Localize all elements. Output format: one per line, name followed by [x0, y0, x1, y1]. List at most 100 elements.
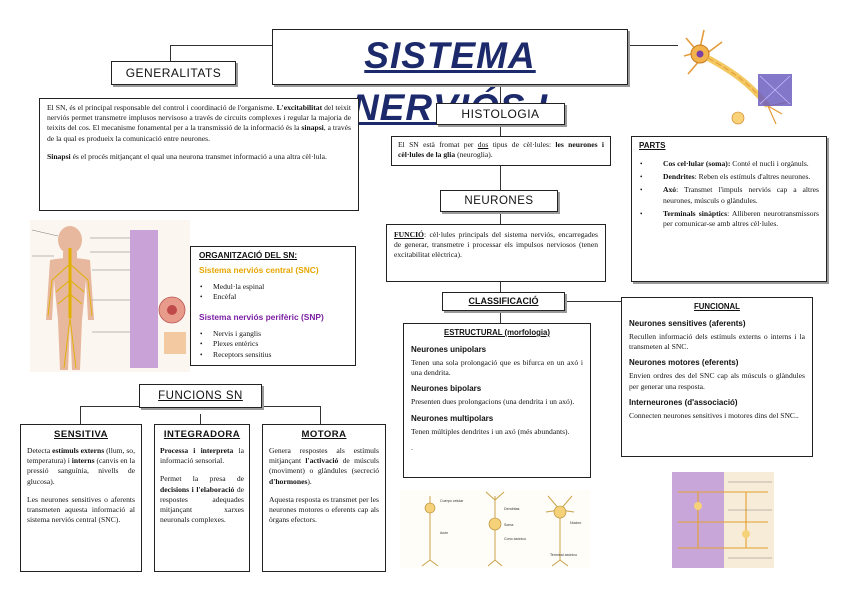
generalitats-box: El SN, és el principal responsable del c…	[39, 98, 359, 211]
sensitiva-t2-bold: interns	[71, 456, 95, 466]
generalitats-intro: El SN, és el principal responsable del c…	[47, 103, 275, 112]
connector-line	[500, 311, 502, 323]
integradora-box: INTEGRADORA Processa i interpreta la inf…	[154, 424, 250, 572]
parts-title: PARTS	[639, 141, 666, 150]
connector-line	[80, 406, 82, 424]
neuron-types-diagram: Cuerpo celular Axón Dendritas Soma Cono …	[400, 490, 590, 568]
diagram-label: Dendritas	[504, 507, 520, 511]
part-desc: : Reben els estímuls d'altres neurones.	[694, 172, 811, 182]
sinapsi-definition: Sinapsi és el procés mitjançant el qual …	[47, 152, 351, 162]
connector-line	[320, 406, 322, 424]
list-item: Axó: Transmet l'impuls nerviós cap a alt…	[639, 185, 819, 205]
list-item: Cos cel·lular (soma): Conté el nucli i o…	[639, 159, 819, 169]
neurones-header: NEURONES	[440, 190, 558, 212]
sensitiva-title: SENSITIVA	[54, 429, 108, 440]
connector-line	[170, 45, 172, 61]
histologia-header: HISTOLOGIA	[436, 103, 565, 125]
integradora-t2: Permet la presa de	[160, 474, 244, 484]
connector-line	[260, 406, 320, 408]
list-item: Terminals sinàptics: Alliberen neurotran…	[639, 209, 819, 229]
connector-line	[500, 282, 502, 292]
trailing-dot: .	[411, 442, 413, 452]
diagram-label: Soma	[504, 523, 513, 527]
sensitiva-t1-bold: estímuls externs	[52, 446, 105, 455]
motora-text: Genera respostes als estímuls mitjançant…	[269, 446, 379, 487]
diagram-label: Núcleo	[570, 521, 581, 525]
neuron-illustration	[678, 22, 800, 130]
excitabilitat-term: L'excitabilitat	[276, 103, 323, 112]
funcions-header: FUNCIONS SN	[139, 384, 262, 408]
connector-line	[565, 301, 621, 303]
sinapsi-text: és el procés mitjançant el qual una neur…	[72, 151, 327, 161]
integradora-t3: de respostes adequades mitjançant xarxes…	[160, 484, 244, 525]
integradora-t2-bold: decisions i l'elaboració	[160, 484, 235, 494]
motora-box: MOTORA Genera respostes als estímuls mit…	[262, 424, 386, 572]
sinapsi-label: Sinapsi	[47, 151, 71, 161]
sensitiva-box: SENSITIVA Detecta estímuls externs (llum…	[20, 424, 142, 572]
reflex-arc-diagram	[668, 462, 778, 572]
organitzacio-title: ORGANITZACIÓ DEL SN:	[199, 251, 298, 260]
part-name: Cos cel·lular (soma):	[663, 159, 731, 168]
interneurones-text: Connecten neurones sensitives i motores …	[629, 410, 799, 420]
connector-line	[500, 124, 502, 136]
integradora-t1: la informació sensorial.	[160, 446, 245, 466]
part-desc: : Transmet l'impuls nerviós cap a altres…	[663, 185, 819, 205]
diagram-label: Terminal axónico	[550, 553, 577, 557]
integradora-text: Processa i interpreta la informació sens…	[160, 446, 244, 466]
sensitiva-p2: Les neurones sensitives o aferents trans…	[27, 494, 135, 525]
diagram-label: Cuerpo celular	[440, 499, 464, 503]
estructural-box: ESTRUCTURAL (morfologia) Neurones unipol…	[403, 323, 591, 478]
neuron-image	[678, 22, 800, 130]
interneurones-heading: Interneurones (d'associació)	[629, 397, 738, 407]
connector-line	[500, 166, 502, 190]
generalitats-text: El SN, és el principal responsable del c…	[47, 103, 351, 144]
multipolars-text: Tenen múltiples dendrites i un axó (més …	[411, 426, 570, 436]
funcional-box: FUNCIONAL Neurones sensitives (aferents)…	[621, 297, 813, 457]
part-name: Terminals sinàptics	[663, 208, 728, 218]
funcio-box: FUNCIÓ: cèl·lules principals del sistema…	[386, 224, 606, 282]
motores-heading: Neurones motores (eferents)	[629, 358, 739, 368]
snc-title: Sistema nerviós central (SNC)	[199, 265, 319, 275]
sensitiva-t1: Detecta	[27, 446, 51, 455]
integradora-p2: Permet la presa de decisions i l'elabora…	[160, 474, 244, 525]
histologia-t3: (neuroglia).	[457, 150, 493, 160]
unipolars-text: Tenen una sola prolongació que es bifurc…	[411, 358, 583, 378]
generalitats-end: , a través de la qual es produeix la com…	[47, 123, 351, 143]
integradora-t1-bold: Processa i interpreta	[160, 446, 234, 455]
snp-title: Sistema nerviós perifèric (SNP)	[199, 311, 324, 322]
motora-t1-bold: l'activació	[305, 456, 339, 466]
funcio-desc: : cèl·lules principals del sistema nervi…	[394, 230, 598, 260]
motora-t2-bold: d'hormones	[269, 476, 308, 486]
bipolars-heading: Neurones bipolars	[411, 384, 482, 394]
integradora-title: INTEGRADORA	[163, 429, 241, 440]
part-desc: Conté el nucli i orgànuls.	[730, 159, 809, 168]
sensitiva-text: Detecta estímuls externs (llum, so, temp…	[27, 446, 135, 487]
part-name: Axó	[663, 185, 677, 195]
bipolars-text: Presenten dues prolongacions (una dendri…	[411, 397, 575, 407]
diagram-label: Cono axónico	[504, 537, 526, 541]
histologia-bold: les neurones i cèl·lules de la glia	[398, 140, 604, 160]
classificacio-header: CLASSIFICACIÓ	[442, 292, 565, 311]
connector-line	[500, 85, 502, 103]
multipolars-heading: Neurones multipolars	[411, 413, 494, 423]
unipolars-heading: Neurones unipolars	[411, 345, 487, 354]
list-item: Plexes entèrics	[199, 339, 347, 350]
list-item: Medul·la espinal	[199, 282, 347, 293]
sensitiva-t2: (llum, so, temperatura) i	[27, 446, 135, 466]
motora-t3: ).	[307, 476, 312, 486]
sensitives-text: Recullen informació dels estímuls extern…	[629, 332, 805, 352]
sensitives-heading: Neurones sensitives (aferents)	[629, 319, 746, 328]
estructural-title: ESTRUCTURAL (morfologia)	[444, 328, 550, 337]
nervous-system-body-image	[30, 220, 190, 372]
motora-title: MOTORA	[301, 429, 347, 440]
list-item: Dendrites: Reben els estímuls d'altres n…	[639, 172, 819, 182]
sinapsi-term: sinapsi	[301, 123, 324, 133]
parts-box: PARTS Cos cel·lular (soma): Conté el nuc…	[631, 136, 827, 282]
part-name: Dendrites	[663, 172, 695, 182]
connector-line	[200, 414, 202, 424]
part-desc: : Alliberen neurotransmissors per comuni…	[663, 208, 819, 229]
funcio-text: FUNCIÓ: cèl·lules principals del sistema…	[394, 230, 598, 261]
histologia-dos: dos	[477, 140, 489, 149]
body-illustration	[30, 220, 190, 372]
reflex-arc-image	[668, 462, 778, 572]
